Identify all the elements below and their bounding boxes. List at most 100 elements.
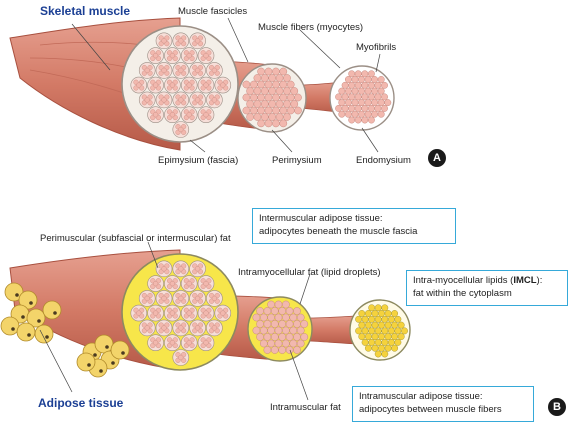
muscle-fiber	[169, 340, 176, 346]
muscle-fiber	[285, 307, 294, 315]
lipid-droplet	[384, 344, 392, 352]
myofibril	[341, 104, 349, 112]
imcl-box-line1: Intra-myocellular lipids (IMCL):	[413, 274, 561, 287]
muscle-fiber	[272, 80, 280, 89]
muscle-fiber	[169, 281, 176, 287]
intramuscular-fat-label: Intramuscular fat	[270, 402, 341, 413]
muscle-fiber	[211, 295, 218, 302]
lipid-droplet	[358, 333, 366, 341]
myofibril	[374, 93, 382, 101]
muscle-fiber	[203, 112, 209, 118]
myofibril	[361, 104, 369, 112]
muscle-fiber	[267, 300, 275, 309]
myofibril	[348, 81, 356, 89]
myofibril	[377, 99, 385, 107]
muscle-fiber	[169, 310, 176, 316]
muscle-fiber	[294, 106, 302, 115]
lipid-droplet	[355, 327, 363, 335]
muscle-fiber	[257, 119, 265, 128]
lipid-droplet	[378, 310, 385, 317]
muscle-fiber	[272, 93, 280, 102]
muscle-fiber	[296, 313, 305, 322]
muscle-fiber	[178, 325, 184, 331]
endomysium-cross-section	[329, 65, 395, 131]
lipid-droplet	[378, 321, 385, 329]
adipocyte	[76, 352, 96, 372]
muscle-fiber	[246, 87, 254, 95]
myofibril	[338, 99, 346, 107]
panel-a-leaders	[71, 17, 381, 153]
myofibril	[348, 116, 356, 124]
muscle-fiber	[290, 87, 299, 95]
muscle-fiber	[186, 112, 192, 118]
myofibril	[361, 116, 369, 124]
muscle-fiber	[249, 80, 258, 89]
muscle-fiber	[144, 97, 150, 103]
lipid-droplet	[368, 338, 376, 346]
muscle-fiber	[195, 325, 201, 331]
adipocyte	[34, 324, 54, 344]
myofibril	[364, 110, 372, 118]
muscle-fiber	[274, 339, 283, 348]
muscle-fiber	[282, 300, 290, 309]
lipid-droplet	[374, 327, 382, 335]
lipid-droplet	[368, 315, 376, 323]
muscle-fiber	[256, 307, 264, 315]
myofibril	[338, 110, 346, 118]
myofibril	[381, 93, 388, 101]
muscle-fiber	[267, 339, 275, 348]
adipocyte-nucleus	[99, 369, 103, 373]
intramuscular-adipose-box: Intramuscular adipose tissue: adipocytes…	[352, 386, 534, 422]
muscle-fiber	[285, 333, 294, 341]
myofibril	[364, 76, 372, 83]
adipocyte	[4, 282, 24, 302]
muscle-fiber	[286, 93, 295, 102]
myofibril	[367, 70, 375, 78]
muscle-fiber	[252, 326, 261, 335]
perimuscular-fat-cross-section	[121, 253, 239, 371]
panel-b-badge: B	[548, 398, 566, 416]
muscle-fiber	[161, 38, 167, 44]
myofibril	[361, 70, 369, 78]
muscle-fiber	[275, 74, 284, 82]
muscle-fiber	[279, 106, 288, 115]
lipid-droplet	[381, 338, 389, 346]
muscle-fiber	[274, 326, 283, 335]
myofibril	[344, 87, 352, 95]
muscle-fiber	[257, 106, 265, 115]
lipid-droplet	[391, 321, 399, 329]
adipocyte-nucleus	[27, 333, 31, 337]
lipid-droplet	[358, 321, 366, 329]
muscle-fiber	[279, 93, 288, 102]
muscle-fiber	[293, 346, 301, 354]
adipocyte	[42, 300, 62, 320]
lipid-droplet	[391, 344, 399, 352]
lipid-droplet	[394, 327, 402, 335]
muscle-fiber	[195, 38, 201, 44]
lipid-droplet	[364, 333, 372, 341]
myofibril	[351, 76, 359, 83]
muscle-fiber	[268, 74, 277, 82]
muscle-fiber	[264, 93, 273, 102]
muscle-fiber	[260, 74, 269, 82]
muscle-fiber	[249, 93, 258, 102]
muscle-fiber	[195, 67, 201, 74]
lipid-droplet	[387, 338, 395, 346]
myofibril	[371, 99, 379, 107]
myofibril	[348, 70, 356, 78]
muscle-fiber	[203, 281, 209, 287]
muscle-fiber	[242, 80, 251, 89]
adipocyte-nucleus	[11, 327, 15, 331]
muscle-fiber	[260, 100, 269, 108]
muscle-fiber	[256, 333, 264, 341]
muscle-fiber	[270, 307, 279, 315]
muscle-fiber	[253, 100, 262, 108]
intermuscular-box-line2: adipocytes beneath the muscle fascia	[259, 226, 418, 237]
muscle-fiber	[283, 74, 291, 82]
lipid-droplet	[378, 344, 385, 352]
muscle-fiber	[195, 266, 201, 272]
myofibril	[358, 87, 365, 95]
muscle-fiber	[186, 281, 192, 287]
muscle-fiber	[263, 320, 272, 328]
